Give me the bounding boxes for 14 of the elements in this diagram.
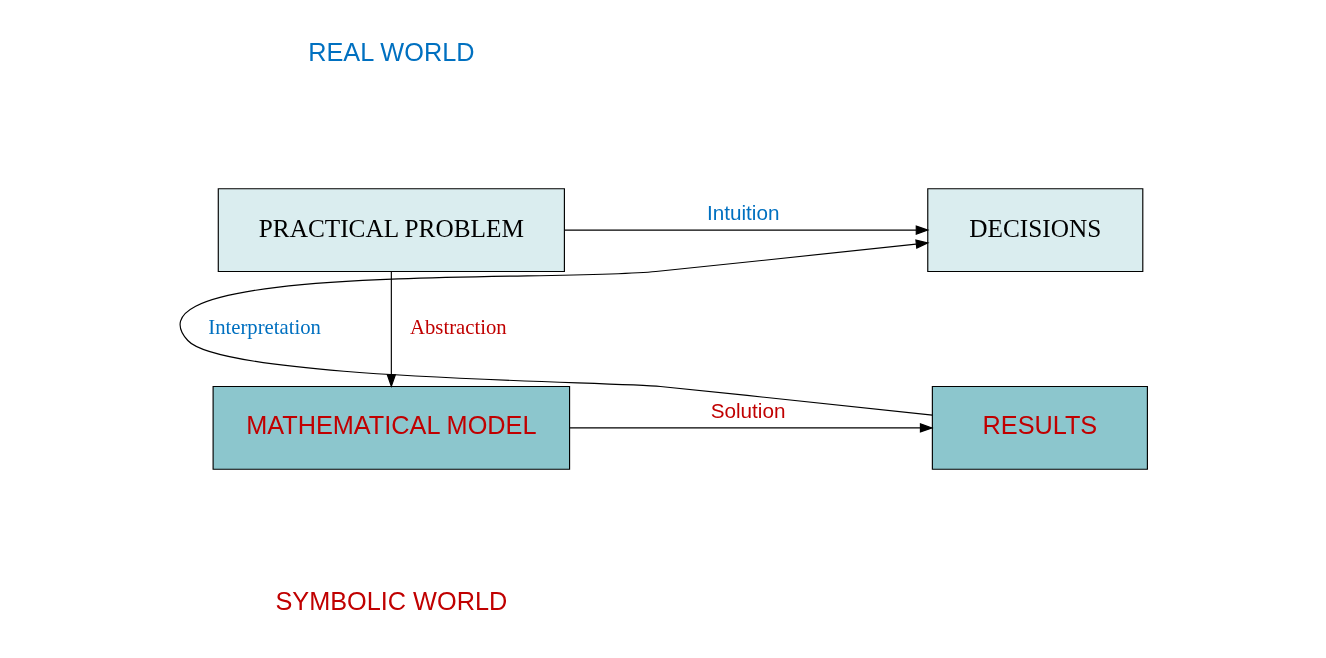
label: REAL WORLD xyxy=(307,37,474,66)
label: SYMBOLIC WORLD xyxy=(274,587,507,616)
node-box: PRACTICAL PROBLEM xyxy=(217,188,565,273)
edge-label: Interpretation xyxy=(207,316,321,339)
edge-label: Solution xyxy=(710,399,785,422)
node-box: RESULTS xyxy=(931,385,1148,470)
arrow xyxy=(179,239,933,416)
edge-label: Abstraction xyxy=(409,316,507,339)
node-box: DECISIONS xyxy=(926,188,1143,273)
edge-label: Intuition xyxy=(706,201,779,225)
arrow xyxy=(568,423,934,433)
arrow xyxy=(386,271,396,389)
node-box: MATHEMATICAL MODEL xyxy=(212,385,570,470)
arrow xyxy=(563,225,929,235)
